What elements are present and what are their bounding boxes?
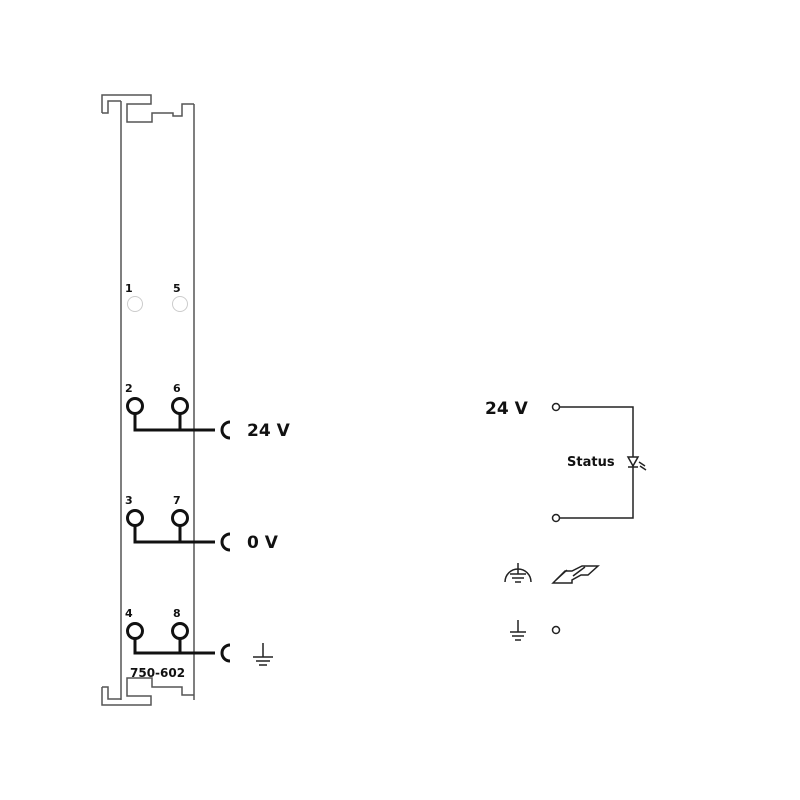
terminal-2 xyxy=(126,397,144,415)
terminal-label-6: 6 xyxy=(173,382,181,395)
part-number: 750-602 xyxy=(130,666,185,680)
terminal-row-4: 4 8 xyxy=(125,607,273,666)
terminal-4 xyxy=(126,622,144,640)
terminal-row-2: 2 6 24 V xyxy=(125,382,291,441)
terminal-7 xyxy=(171,509,189,527)
terminal-label-3: 3 xyxy=(125,494,133,507)
terminal-8 xyxy=(171,622,189,640)
terminal-3 xyxy=(126,509,144,527)
terminal-label-1: 1 xyxy=(125,282,133,295)
ground-terminal xyxy=(551,625,561,635)
terminal-row-1: 1 5 xyxy=(125,282,188,312)
ground-icon xyxy=(253,643,273,666)
protective-earth-icon xyxy=(504,563,532,583)
connector-24v xyxy=(220,420,231,440)
supply-terminal xyxy=(551,402,561,412)
terminal-label-4: 4 xyxy=(125,607,133,620)
terminal-1 xyxy=(127,296,143,312)
connector-ground xyxy=(220,643,231,663)
connector-0v xyxy=(220,532,231,552)
module-housing xyxy=(101,94,195,706)
led-label: Status xyxy=(567,455,615,470)
terminal-label-7: 7 xyxy=(173,494,181,507)
led-icon xyxy=(626,456,647,471)
signal-label-0v: 0 V xyxy=(247,533,279,553)
terminal-5 xyxy=(172,296,188,312)
ground-icon xyxy=(510,620,526,641)
terminal-label-8: 8 xyxy=(173,607,181,620)
supply-label: 24 V xyxy=(485,399,529,419)
status-schematic: 24 V Status xyxy=(485,399,647,523)
signal-label-24v: 24 V xyxy=(247,421,291,441)
din-rail-icon xyxy=(551,565,600,584)
return-terminal xyxy=(551,513,561,523)
terminal-6 xyxy=(171,397,189,415)
terminal-row-3: 3 7 0 V xyxy=(125,494,279,553)
terminal-label-5: 5 xyxy=(173,282,181,295)
terminal-label-2: 2 xyxy=(125,382,133,395)
